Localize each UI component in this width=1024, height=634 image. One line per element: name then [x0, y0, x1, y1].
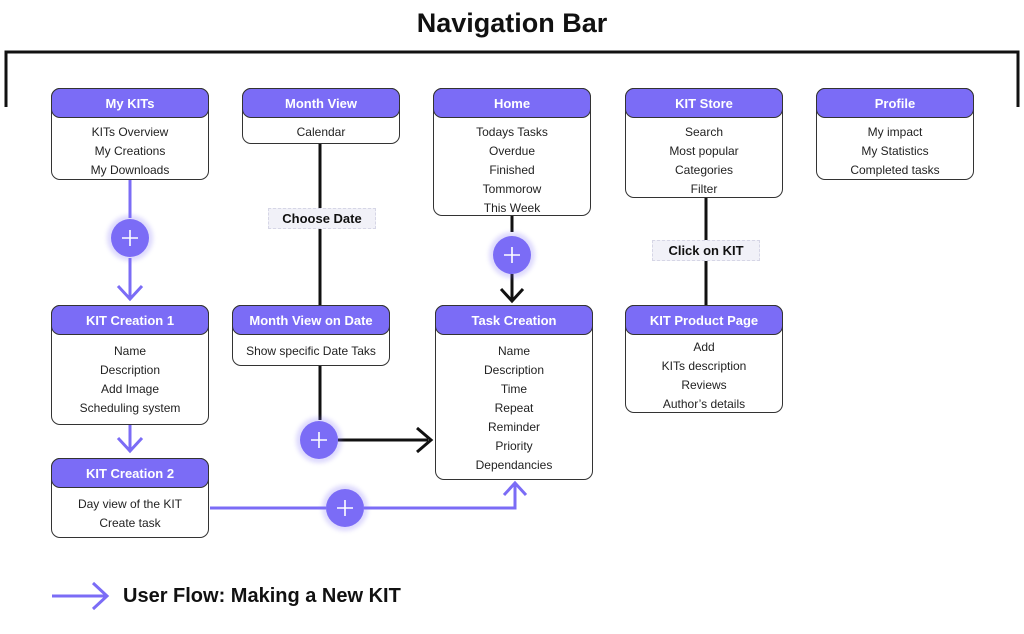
card-item: Repeat	[494, 401, 534, 415]
arrowhead-home	[499, 287, 525, 304]
card-item: Priority	[495, 439, 533, 453]
card-item: My Downloads	[90, 163, 170, 177]
card-item: Tommorow	[482, 182, 542, 196]
card-title: Profile	[816, 88, 974, 118]
card-item: Overdue	[488, 144, 536, 158]
card-item: Categories	[674, 163, 734, 177]
card-item: Filter	[690, 182, 718, 196]
card-item: Name	[113, 344, 146, 358]
card-task-creation[interactable]: Task Creation Name Description Time Repe…	[435, 305, 593, 480]
card-kit-product-page[interactable]: KIT Product Page Add KITs description Re…	[625, 305, 783, 413]
card-item: KITs description	[661, 359, 747, 373]
page-title: Navigation Bar	[416, 8, 608, 38]
card-item: Reminder	[487, 420, 541, 434]
card-item: Reviews	[681, 378, 727, 392]
card-item: Author’s details	[662, 397, 746, 411]
card-item: Show specific Date Taks	[246, 344, 376, 358]
card-item: Scheduling system	[79, 401, 181, 415]
nav-bracket	[4, 50, 1020, 107]
legend-label: User Flow: Making a New KIT	[123, 585, 401, 607]
card-item: Create task	[99, 516, 161, 530]
card-item: Finished	[489, 163, 535, 177]
card-title: Task Creation	[435, 305, 593, 335]
card-title: KIT Creation 2	[51, 458, 209, 488]
card-item: My Statistics	[861, 144, 929, 158]
plus-icon[interactable]	[296, 417, 342, 463]
flow-arrowhead-task	[502, 480, 528, 497]
flow-plus-to-task	[364, 484, 517, 510]
arrow-right-icon	[52, 581, 110, 611]
card-item: My impact	[867, 125, 923, 139]
card-profile[interactable]: Profile My impact My Statistics Complete…	[816, 88, 974, 180]
card-item: This Week	[483, 201, 541, 215]
tag-click-on-kit: Click on KIT	[652, 240, 760, 261]
card-item: Name	[497, 344, 530, 358]
card-item: Completed tasks	[850, 163, 940, 177]
card-month-view[interactable]: Month View Calendar	[242, 88, 400, 144]
card-title: KIT Creation 1	[51, 305, 209, 335]
card-title: Month View	[242, 88, 400, 118]
card-title: KIT Store	[625, 88, 783, 118]
flow-arrowhead-kit1	[116, 284, 144, 302]
card-item: Description	[483, 363, 545, 377]
card-item: Search	[684, 125, 724, 139]
card-title: Home	[433, 88, 591, 118]
tag-choose-date: Choose Date	[268, 208, 376, 229]
plus-icon[interactable]	[322, 485, 368, 531]
card-item: Add Image	[100, 382, 160, 396]
card-item: Add	[693, 340, 715, 354]
card-month-view-on-date[interactable]: Month View on Date Show specific Date Ta…	[232, 305, 390, 366]
flow-arrowhead-kit2	[116, 436, 144, 454]
card-item: Day view of the KIT	[77, 497, 183, 511]
card-title: KIT Product Page	[625, 305, 783, 335]
card-item: My Creations	[94, 144, 166, 158]
plus-icon[interactable]	[107, 215, 153, 261]
card-item: Calendar	[296, 125, 346, 139]
card-item: Time	[500, 382, 528, 396]
card-my-kits[interactable]: My KITs KITs Overview My Creations My Do…	[51, 88, 209, 180]
card-title: Month View on Date	[232, 305, 390, 335]
plus-icon[interactable]	[489, 232, 535, 278]
card-item: Dependancies	[475, 458, 553, 472]
arrowhead-to-task	[416, 426, 434, 454]
card-item: Description	[99, 363, 161, 377]
card-item: KITs Overview	[91, 125, 169, 139]
card-kit-store[interactable]: KIT Store Search Most popular Categories…	[625, 88, 783, 198]
card-item: Most popular	[669, 144, 739, 158]
card-item: Todays Tasks	[476, 125, 548, 139]
card-kit-creation-2[interactable]: KIT Creation 2 Day view of the KIT Creat…	[51, 458, 209, 538]
card-title: My KITs	[51, 88, 209, 118]
card-home[interactable]: Home Todays Tasks Overdue Finished Tommo…	[433, 88, 591, 216]
card-kit-creation-1[interactable]: KIT Creation 1 Name Description Add Imag…	[51, 305, 209, 425]
